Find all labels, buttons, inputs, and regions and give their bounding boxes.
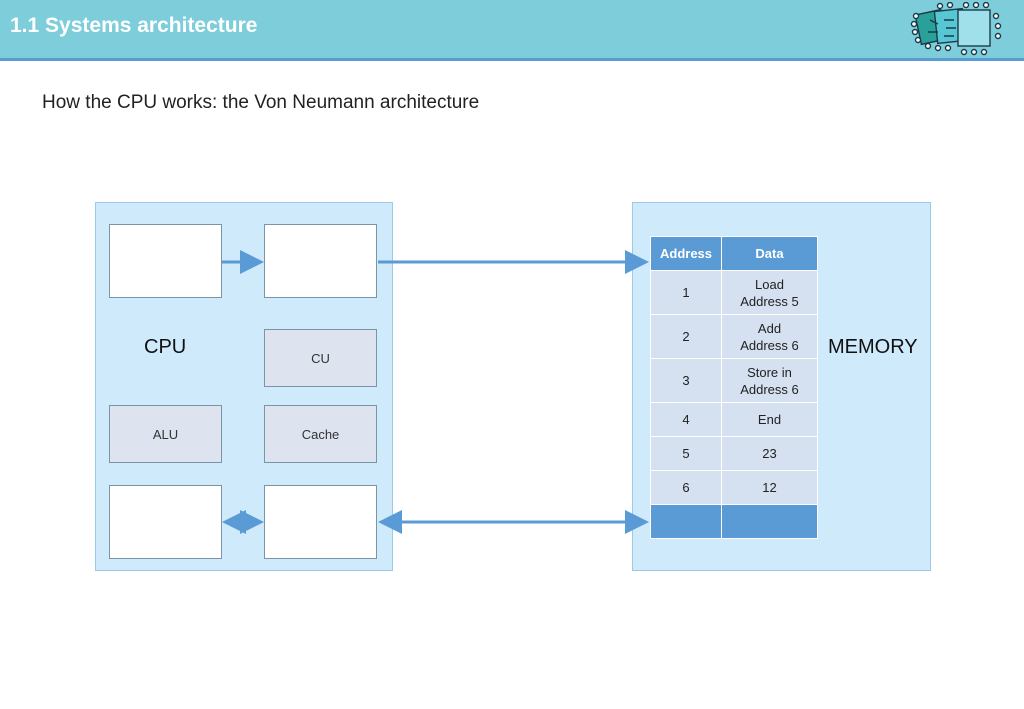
data-line: Add: [757, 320, 782, 336]
data-cell: 12: [721, 470, 818, 505]
footer-cell: [721, 504, 818, 539]
cu-box: CU: [264, 329, 377, 387]
address-cell: 5: [650, 436, 722, 471]
data-cell: 23: [721, 436, 818, 471]
address-header: Address: [650, 236, 722, 271]
table-row: 6 12: [650, 470, 818, 505]
address-cell: 4: [650, 402, 722, 437]
data-line: Store in: [747, 364, 792, 380]
address-cell: 6: [650, 470, 722, 505]
circuit-chip-icon: [910, 2, 1002, 56]
cpu-register-box-bottom-left: [109, 485, 222, 559]
cpu-register-box-bottom-right: [264, 485, 377, 559]
footer-cell: [650, 504, 722, 539]
alu-label: ALU: [152, 426, 179, 442]
cu-label: CU: [311, 350, 330, 366]
data-line: Address 5: [740, 293, 799, 309]
address-cell: 3: [650, 358, 722, 403]
data-line: Address 6: [740, 381, 799, 397]
cpu-register-box-top-left: [109, 224, 222, 298]
data-header: Data: [721, 236, 818, 271]
address-cell: 2: [650, 314, 722, 359]
address-cell: 1: [650, 270, 722, 315]
cpu-register-box-top-right: [264, 224, 377, 298]
cache-box: Cache: [264, 405, 377, 463]
alu-box: ALU: [109, 405, 222, 463]
table-row: 4 End: [650, 402, 818, 437]
header-title: 1.1 Systems architecture: [10, 14, 258, 37]
page-title: How the CPU works: the Von Neumann archi…: [42, 92, 480, 113]
cache-label: Cache: [301, 426, 340, 442]
slide-header: 1.1 Systems architecture: [0, 0, 1024, 61]
cpu-label: CPU: [144, 336, 187, 358]
table-footer-row: [650, 504, 818, 539]
table-row: 5 23: [650, 436, 818, 471]
memory-label: MEMORY: [828, 336, 918, 358]
data-line: Address 6: [740, 337, 799, 353]
data-line: Load: [755, 276, 784, 292]
data-cell: End: [721, 402, 818, 437]
